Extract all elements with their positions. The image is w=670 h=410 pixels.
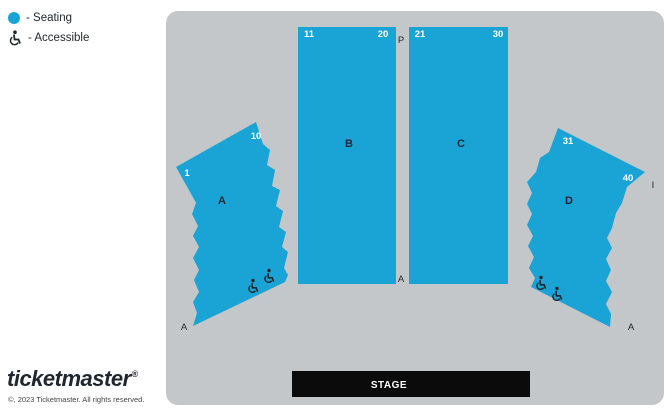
section-d-back-row: I	[652, 180, 655, 191]
section-d-last-seat: 40	[623, 173, 634, 184]
section-b-label: B	[345, 138, 353, 150]
ticketmaster-logo: ticketmaster®	[7, 366, 138, 392]
seating-dot-icon	[8, 12, 20, 24]
copyright-text: ©, 2023 Ticketmaster. All rights reserve…	[8, 395, 145, 404]
legend-accessible: - Accessible	[8, 28, 89, 48]
section-c[interactable]: C 21 30	[409, 27, 508, 284]
logo-mark: ®	[131, 369, 139, 379]
section-c-first-seat: 21	[415, 29, 426, 40]
wheelchair-icon	[9, 30, 21, 46]
legend-accessible-label: - Accessible	[28, 32, 90, 44]
logo-text: ticketmaster	[7, 366, 131, 391]
section-d[interactable]: D 31 40 I A	[527, 128, 654, 333]
stage: STAGE	[292, 371, 530, 397]
section-d-label: D	[565, 195, 573, 207]
section-d-first-seat: 31	[563, 136, 574, 147]
section-b[interactable]: B 11 20 P A	[298, 27, 405, 285]
legend-seating: - Seating	[8, 8, 89, 28]
section-b-front-row: A	[398, 274, 405, 285]
section-d-front-row: A	[628, 322, 635, 333]
section-a-front-row: A	[181, 322, 188, 333]
section-a-label: A	[218, 195, 226, 207]
section-a[interactable]: A 1 10 A	[176, 122, 288, 333]
legend-seating-label: - Seating	[26, 12, 73, 24]
section-a-last-seat: 10	[251, 131, 262, 142]
stage-label: STAGE	[371, 380, 407, 391]
section-c-label: C	[457, 138, 465, 150]
section-b-last-seat: 20	[378, 29, 389, 40]
legend: - Seating - Accessible	[8, 8, 89, 48]
section-b-first-seat: 11	[304, 29, 315, 40]
section-a-first-seat: 1	[184, 168, 190, 179]
section-c-last-seat: 30	[493, 29, 504, 40]
section-b-back-row: P	[398, 35, 404, 46]
